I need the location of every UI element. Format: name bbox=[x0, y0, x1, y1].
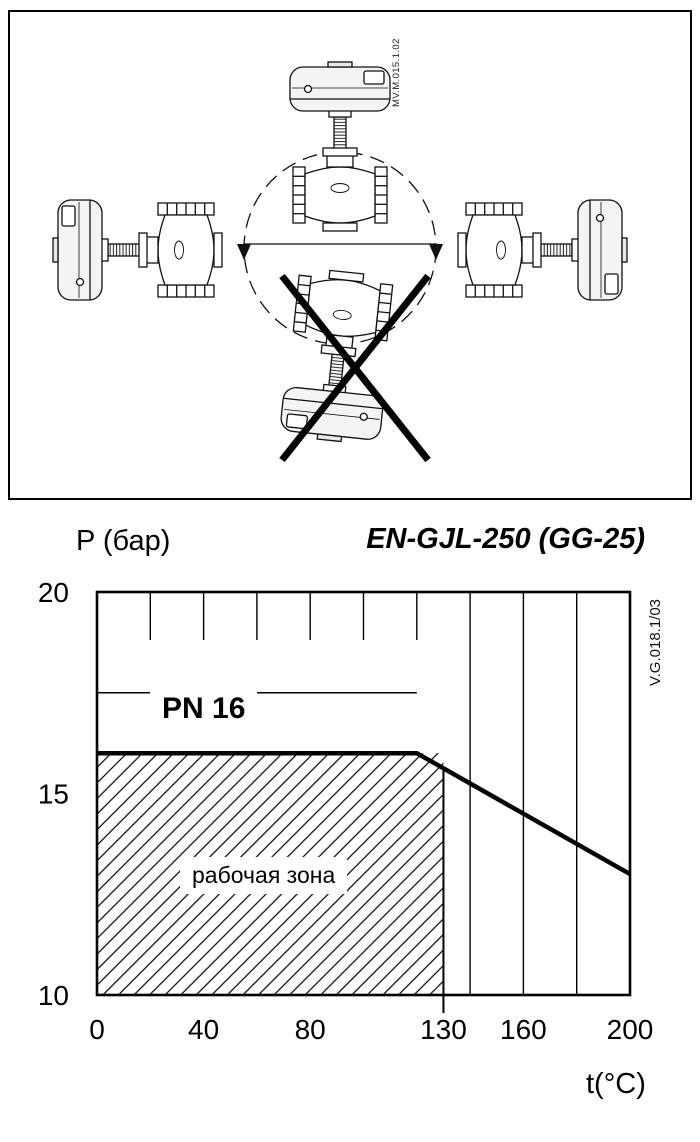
valve-assembly-top bbox=[289, 61, 391, 232]
y-tick-label: 15 bbox=[38, 779, 69, 810]
working-zone-label: рабочая зона bbox=[180, 857, 348, 894]
x-tick-label: 80 bbox=[295, 1014, 326, 1045]
valve-assembly-left bbox=[52, 199, 223, 301]
pn-rating-label: PN 16 bbox=[150, 690, 258, 728]
chart-x-axis-title: t(°C) bbox=[586, 1068, 646, 1100]
x-tick-label: 200 bbox=[607, 1014, 654, 1045]
rotation-limit-arrow bbox=[237, 243, 443, 260]
chart-y-axis-title: P (бар) bbox=[76, 525, 171, 557]
mounting-diagram-box bbox=[8, 10, 692, 500]
pressure-limit-line bbox=[97, 750, 632, 877]
x-tick-label: 130 bbox=[420, 1014, 467, 1045]
y-tick-label: 10 bbox=[38, 980, 69, 1011]
pressure-temperature-chart: 0 40 80 130 160 200 20 15 10 bbox=[38, 577, 654, 1045]
chart-border bbox=[95, 590, 632, 997]
diagram-doc-code: MV.M.015.1.02 bbox=[391, 38, 402, 107]
chart-doc-code: V.G.018.1/03 bbox=[647, 598, 664, 686]
valve-mounting-diagram bbox=[52, 61, 628, 463]
x-tick-label: 40 bbox=[188, 1014, 219, 1045]
y-tick-label: 20 bbox=[38, 577, 69, 608]
x-tick-label: 0 bbox=[89, 1014, 105, 1045]
chart-title-material: EN-GJL-250 (GG-25) bbox=[366, 523, 645, 555]
forbidden-cross bbox=[279, 273, 431, 463]
x-tick-label: 160 bbox=[500, 1014, 547, 1045]
valve-assembly-right bbox=[457, 199, 628, 301]
